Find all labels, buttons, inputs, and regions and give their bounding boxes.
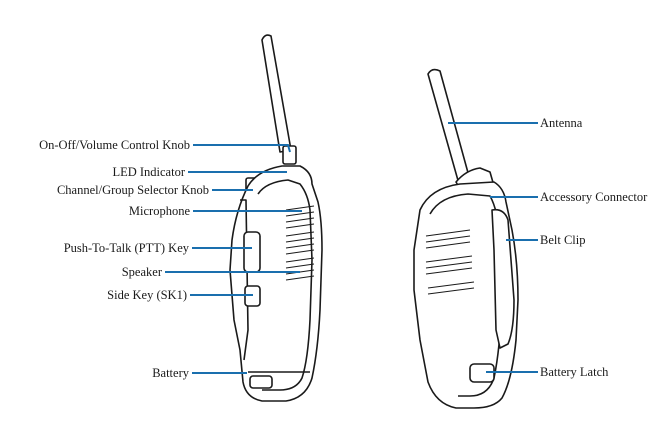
back-battery-ribs xyxy=(425,229,475,295)
label-accessory-connector: Accessory Connector xyxy=(540,190,648,204)
front-radio-body xyxy=(229,165,323,402)
front-radio-illustration xyxy=(229,34,323,402)
label-speaker: Speaker xyxy=(121,265,162,279)
back-radio-illustration xyxy=(413,68,519,409)
front-volume-knob xyxy=(282,145,297,165)
label-battery: Battery xyxy=(152,366,189,380)
front-speaker-grille xyxy=(285,205,315,281)
front-antenna xyxy=(261,34,292,153)
back-belt-clip xyxy=(491,208,515,349)
back-antenna xyxy=(427,68,471,185)
leader-on-off-volume xyxy=(193,144,291,153)
front-battery-tab xyxy=(249,375,273,389)
label-battery-latch: Battery Latch xyxy=(540,365,609,379)
label-side-key: Side Key (SK1) xyxy=(107,288,187,302)
label-led-indicator: LED Indicator xyxy=(112,165,185,179)
label-antenna: Antenna xyxy=(540,116,583,130)
label-microphone: Microphone xyxy=(128,204,190,218)
front-face-panel xyxy=(257,179,313,391)
label-channel-group-selector-knob: Channel/Group Selector Knob xyxy=(56,183,209,197)
label-on-off-volume-control-knob: On-Off/Volume Control Knob xyxy=(39,138,190,152)
label-belt-clip: Belt Clip xyxy=(540,233,586,247)
back-radio-body xyxy=(413,181,519,409)
leader-lines xyxy=(165,122,538,374)
front-ptt-key xyxy=(243,231,261,273)
label-push-to-talk-key: Push-To-Talk (PTT) Key xyxy=(63,241,189,255)
